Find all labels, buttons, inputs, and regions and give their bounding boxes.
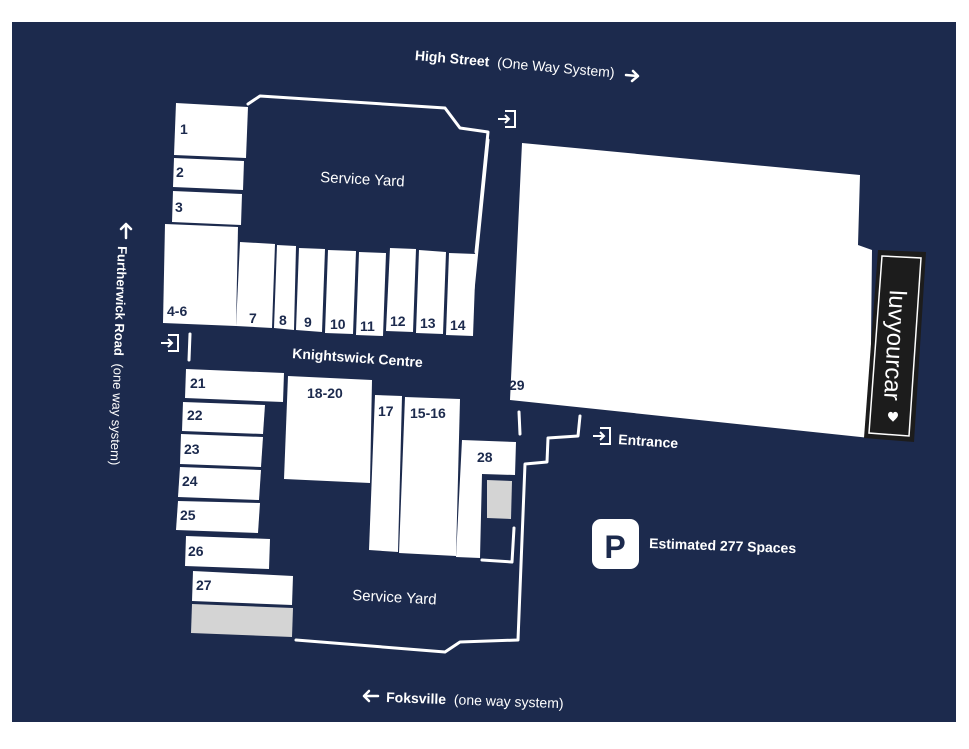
- unit-18-20[interactable]: [284, 376, 372, 483]
- unit-21[interactable]: [185, 369, 284, 402]
- unit-13[interactable]: [416, 250, 446, 334]
- unit-label: 3: [175, 199, 183, 215]
- unit-label: 23: [184, 441, 200, 457]
- north-street: High Street (One Way System): [414, 47, 615, 80]
- vacant-unit: [191, 604, 293, 637]
- unit-17[interactable]: [369, 395, 402, 552]
- unit-label: 1: [180, 121, 188, 137]
- entry-arrow-icon: [498, 110, 516, 128]
- unit-15-16[interactable]: [399, 397, 460, 556]
- unit-label: 10: [330, 316, 346, 332]
- unit-9[interactable]: [296, 248, 325, 332]
- west-street: Furtherwick Road (one way system): [107, 246, 130, 466]
- unit-3[interactable]: [172, 191, 242, 225]
- entry-arrow-icon: [161, 334, 179, 352]
- unit-27[interactable]: [192, 571, 293, 605]
- heart-icon: [888, 411, 898, 422]
- unit-label: 28: [477, 449, 493, 465]
- unit-12[interactable]: [386, 248, 416, 332]
- south-street-name: Foksville: [386, 689, 447, 707]
- south-street-note: (one way system): [454, 691, 564, 711]
- west-street-name: Furtherwick Road: [111, 246, 130, 356]
- brand-sign: luvyourcar: [864, 250, 926, 442]
- arrow-left-icon: [362, 689, 380, 703]
- south-street: Foksville (one way system): [386, 689, 564, 711]
- unit-8[interactable]: [274, 245, 296, 330]
- south-yard-outline: [294, 414, 582, 654]
- unit-label: 13: [420, 315, 436, 331]
- unit-label: 11: [360, 318, 375, 334]
- unit-24[interactable]: [178, 467, 261, 500]
- entrance-label: Entrance: [618, 431, 679, 451]
- unit-28[interactable]: [456, 440, 516, 558]
- unit-label: 26: [188, 543, 204, 559]
- west-street-note: (one way system): [107, 363, 126, 465]
- unit-14[interactable]: [446, 253, 476, 336]
- unit-2[interactable]: [173, 158, 244, 190]
- north-street-name: High Street: [414, 47, 490, 69]
- unit-10[interactable]: [325, 250, 356, 334]
- parking-icon: P: [592, 519, 639, 569]
- unit-22[interactable]: [182, 402, 265, 434]
- unit-label: 22: [187, 407, 203, 423]
- unit-25[interactable]: [176, 501, 260, 533]
- unit-23[interactable]: [180, 434, 263, 467]
- parking-symbol: P: [604, 529, 625, 565]
- unit-label: 25: [180, 507, 196, 523]
- north-street-note: (One Way System): [497, 54, 616, 80]
- unit-label: 17: [378, 403, 394, 419]
- unit28-edge: [480, 526, 516, 564]
- unit-26[interactable]: [185, 536, 270, 569]
- brand-logo: luvyourcar: [878, 289, 911, 401]
- unit-label: 29: [509, 377, 525, 393]
- unit-label: 7: [249, 310, 257, 326]
- unit-label: 15-16: [410, 405, 446, 421]
- entry-arrow-icon: [593, 427, 611, 445]
- unit-29[interactable]: [510, 143, 872, 438]
- unit-label: 14: [450, 317, 466, 333]
- unit-label: 27: [196, 577, 212, 593]
- unit-label: 2: [176, 164, 184, 180]
- service-yard-south-label: Service Yard: [352, 587, 437, 608]
- unit-11[interactable]: [356, 252, 386, 336]
- west-edge: [187, 332, 192, 362]
- unit-1[interactable]: [174, 103, 248, 158]
- arrow-right-icon: [624, 69, 640, 83]
- unit-label: 21: [190, 375, 206, 391]
- unit-label: 24: [182, 473, 198, 489]
- unit-label: 8: [279, 312, 287, 328]
- unit-4-6[interactable]: [163, 224, 238, 326]
- unit-label: 9: [304, 314, 312, 330]
- service-yard-north-label: Service Yard: [320, 169, 405, 190]
- centre-label: Knightswick Centre: [292, 345, 424, 370]
- parking-label: Estimated 277 Spaces: [649, 535, 797, 556]
- unit-7[interactable]: [236, 242, 275, 328]
- unit-label: 18-20: [307, 385, 343, 401]
- svg-text:High Street (One Way Sys: High Street (One Way System): [414, 47, 615, 80]
- car-park-edge: [517, 410, 522, 436]
- unit-28-store: [487, 480, 512, 519]
- unit-label: 4-6: [167, 303, 187, 319]
- unit-label: 12: [390, 313, 406, 329]
- site-map: luvyourcar 1 2 3 4-6 7 8 9 10 11 12 13 1…: [12, 22, 956, 722]
- arrow-up-icon: [119, 222, 133, 240]
